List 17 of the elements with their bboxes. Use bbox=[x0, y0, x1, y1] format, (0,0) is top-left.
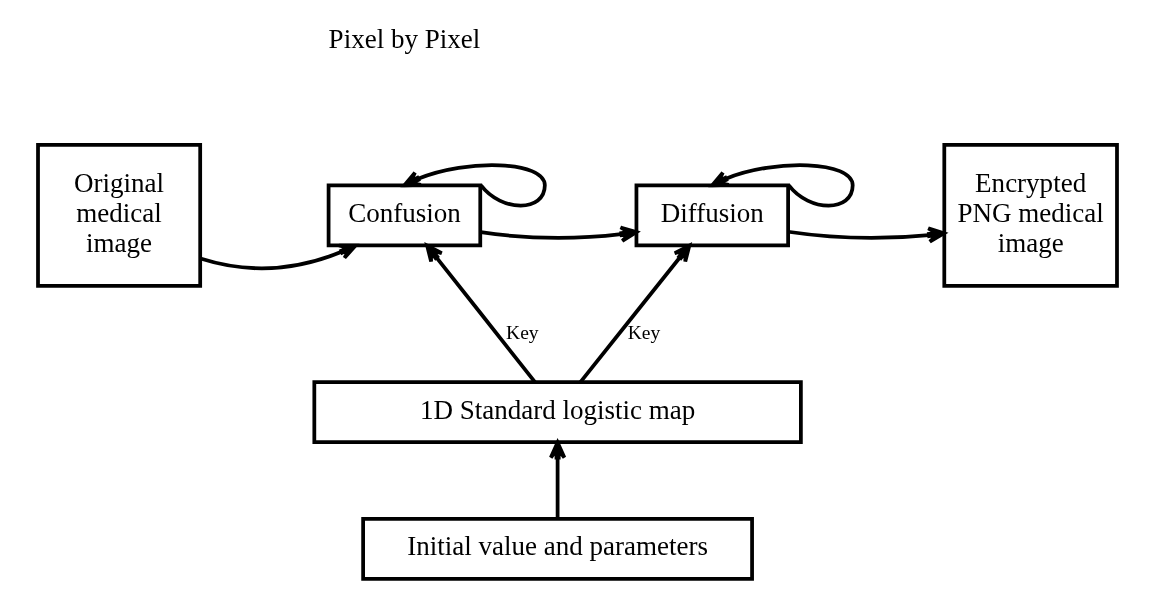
node-box: Initial value and parameters bbox=[360, 516, 754, 581]
node-box: Diffusion bbox=[634, 183, 790, 248]
edge-label: Key bbox=[505, 322, 539, 344]
node-box: Encrypted PNG medical image bbox=[941, 142, 1119, 288]
node-box: Confusion bbox=[326, 183, 482, 248]
arrow bbox=[548, 440, 566, 519]
node-box: Original medical image bbox=[35, 142, 202, 288]
arrow bbox=[709, 163, 855, 208]
arrow bbox=[578, 243, 691, 384]
arrow bbox=[480, 225, 638, 243]
arrow bbox=[787, 226, 946, 244]
arrow bbox=[424, 243, 536, 384]
arrow bbox=[199, 243, 357, 271]
node-box: 1D Standard logistic map bbox=[311, 380, 803, 445]
label: Pixel by Pixel bbox=[328, 23, 480, 54]
arrow bbox=[402, 163, 547, 208]
edge-label: Key bbox=[627, 322, 660, 344]
